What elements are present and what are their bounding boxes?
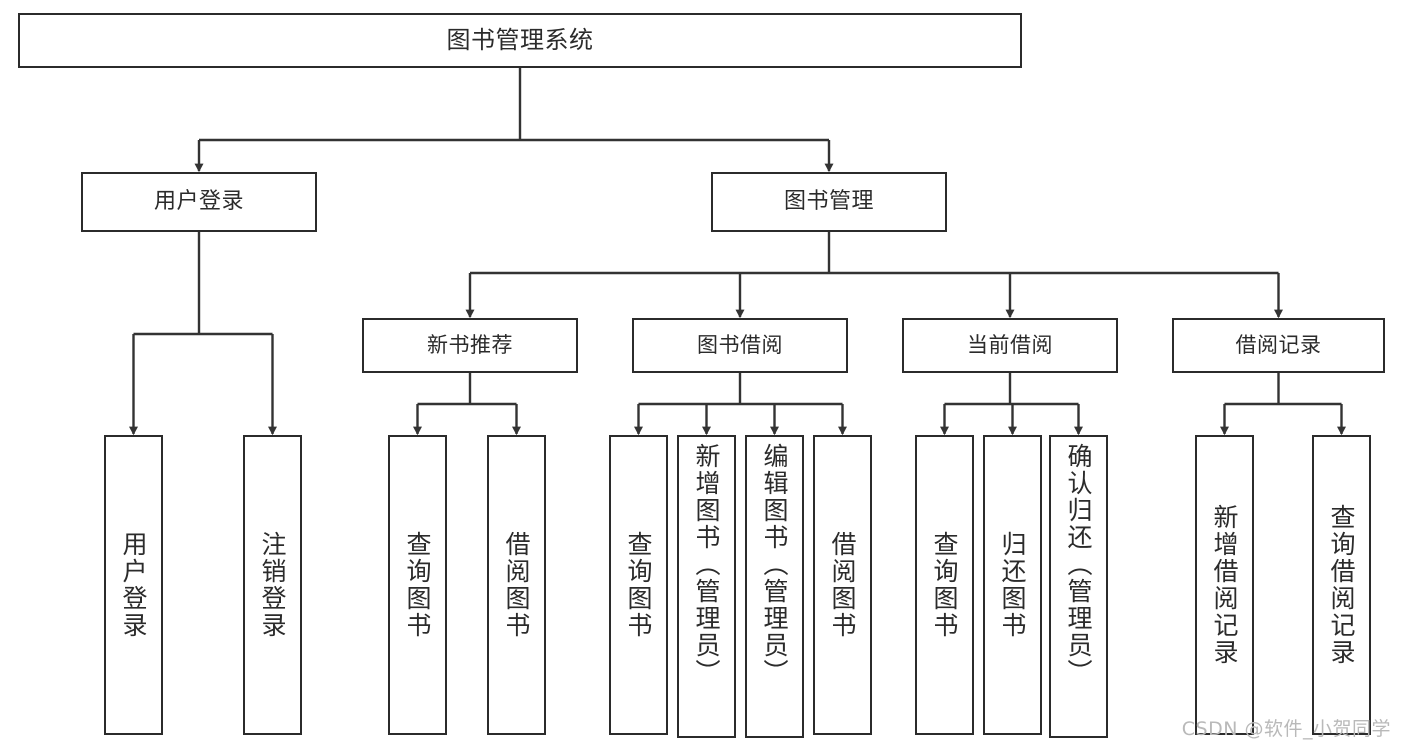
node-label: 借阅记录 (1235, 333, 1322, 358)
node-label: 注销登录 (258, 531, 287, 639)
node-leaf-logout-login[interactable]: 注销登录 (243, 435, 302, 735)
node-user-login[interactable]: 用户登录 (81, 172, 317, 232)
node-leaf-return-book[interactable]: 归还图书 (983, 435, 1042, 735)
node-leaf-query-book-bb[interactable]: 查询图书 (609, 435, 668, 735)
node-book-manage[interactable]: 图书管理 (711, 172, 947, 232)
node-label: 新增借阅记录 (1210, 504, 1239, 666)
node-new-book-recommend[interactable]: 新书推荐 (362, 318, 578, 373)
node-label: 当前借阅 (967, 333, 1053, 358)
node-book-borrow[interactable]: 图书借阅 (632, 318, 848, 373)
node-leaf-user-login[interactable]: 用户登录 (104, 435, 163, 735)
node-label: 借阅图书 (502, 531, 531, 639)
node-label: 编辑图书（管理员） (760, 443, 789, 686)
node-leaf-query-book-nb[interactable]: 查询图书 (388, 435, 447, 735)
node-label: 新增图书（管理员） (692, 443, 721, 686)
node-label: 归还图书 (998, 531, 1027, 639)
node-label: 用户登录 (119, 531, 148, 639)
node-label: 图书借阅 (697, 333, 783, 358)
node-label: 用户登录 (153, 189, 244, 215)
node-leaf-add-book-admin[interactable]: 新增图书（管理员） (677, 435, 736, 738)
node-leaf-borrow-book-nb[interactable]: 借阅图书 (487, 435, 546, 735)
node-label: 查询借阅记录 (1327, 504, 1356, 666)
node-label: 查询图书 (930, 531, 959, 639)
node-label: 图书管理 (783, 189, 874, 215)
node-leaf-edit-book-admin[interactable]: 编辑图书（管理员） (745, 435, 804, 738)
node-root[interactable]: 图书管理系统 (18, 13, 1022, 68)
node-leaf-query-book-cb[interactable]: 查询图书 (915, 435, 974, 735)
node-label: 图书管理系统 (446, 25, 594, 54)
node-leaf-add-borrow-record[interactable]: 新增借阅记录 (1195, 435, 1254, 735)
node-borrow-record[interactable]: 借阅记录 (1172, 318, 1385, 373)
node-label: 新书推荐 (427, 333, 513, 358)
node-leaf-confirm-return[interactable]: 确认归还（管理员） (1049, 435, 1108, 738)
node-leaf-query-borrow-record[interactable]: 查询借阅记录 (1312, 435, 1371, 735)
node-label: 查询图书 (624, 531, 653, 639)
node-label: 查询图书 (403, 531, 432, 639)
node-current-borrow[interactable]: 当前借阅 (902, 318, 1118, 373)
node-label: 确认归还（管理员） (1064, 443, 1093, 686)
node-label: 借阅图书 (828, 531, 857, 639)
node-leaf-borrow-book-bb[interactable]: 借阅图书 (813, 435, 872, 735)
